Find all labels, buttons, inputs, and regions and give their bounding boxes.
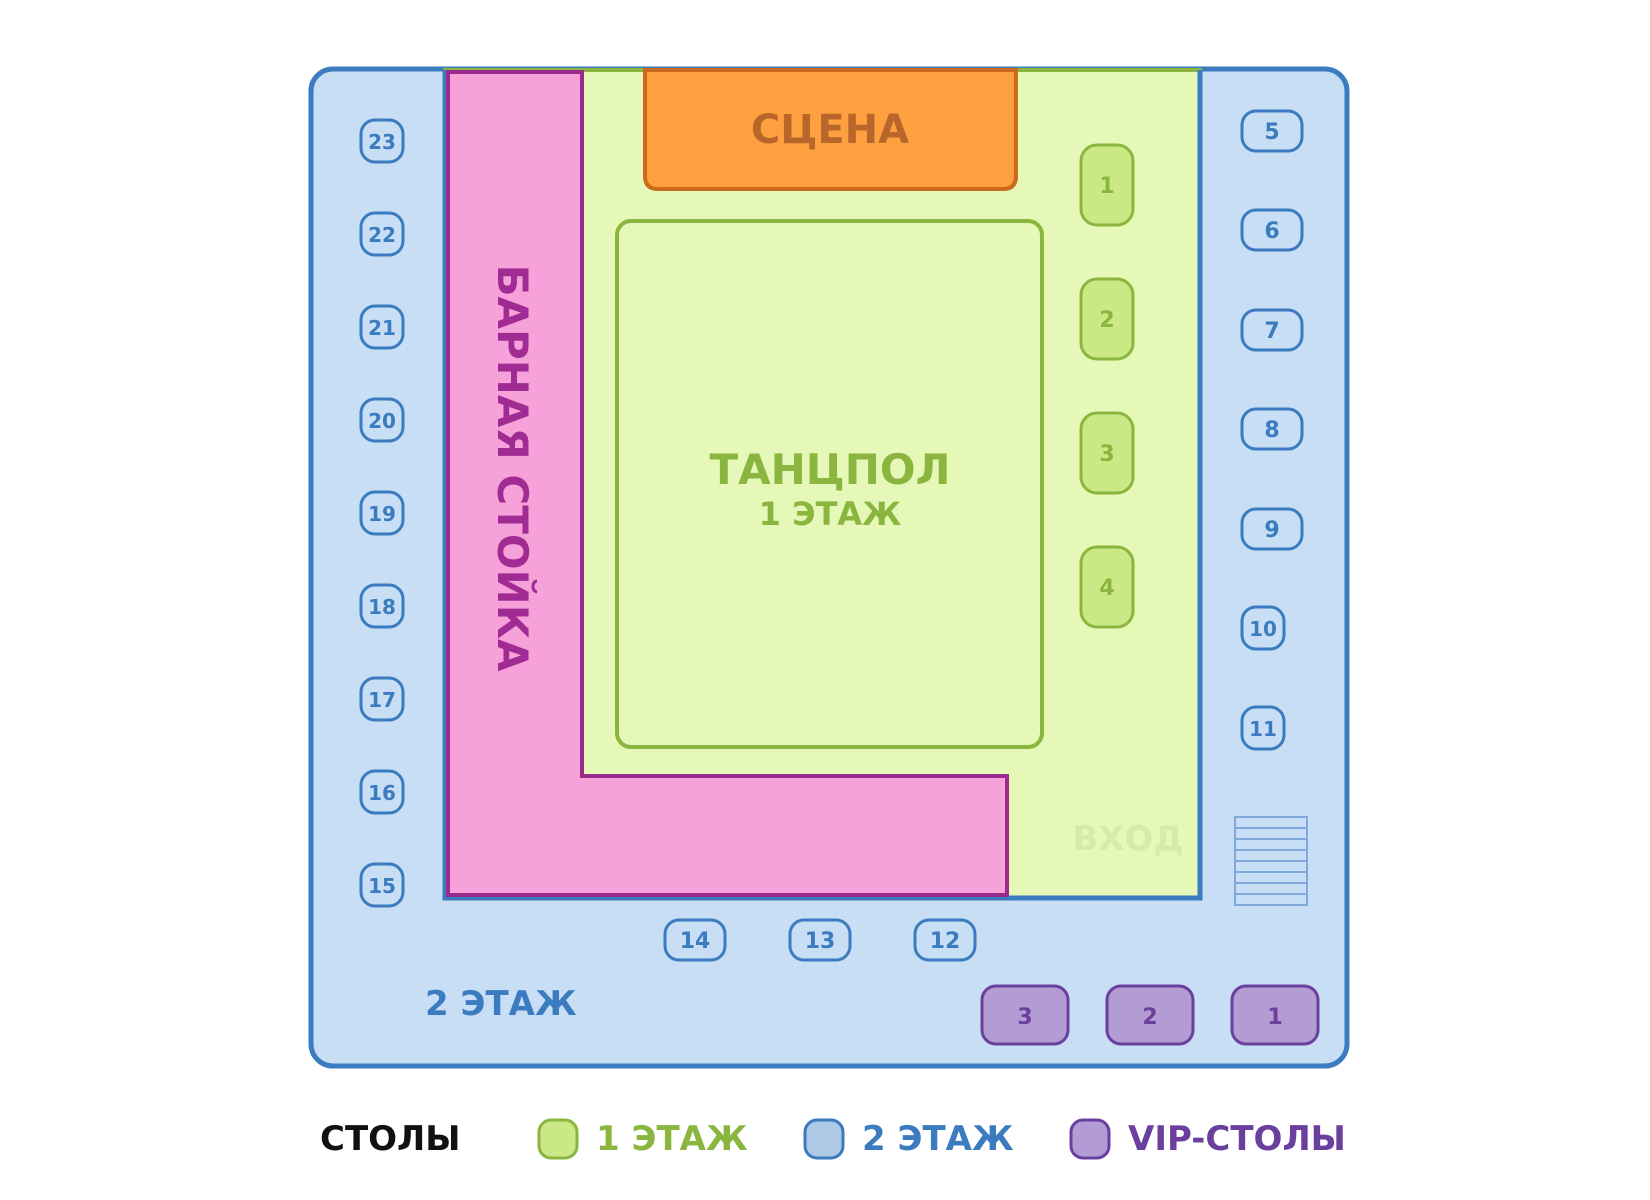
stage-label: СЦЕНА [751,107,909,153]
dance-floor [615,219,1044,749]
entrance-label: ВХОД [1072,819,1183,859]
vip-table[interactable]: 3 [980,984,1070,1046]
floor2-table-number: 15 [368,874,396,898]
floor2-table-number: 17 [368,688,396,712]
floor2-table[interactable]: 9 [1240,507,1304,551]
legend-title: СТОЛЫ [320,1119,461,1159]
stairs-icon [1234,816,1308,906]
floor2-table[interactable]: 14 [663,918,727,962]
floor2-table-number: 12 [930,929,961,954]
floor1-table[interactable]: 1 [1079,143,1135,227]
floor2-table-number: 13 [805,929,836,954]
floor2-table[interactable]: 12 [913,918,977,962]
stage-area [643,68,1018,191]
vip-table-number: 1 [1267,1005,1282,1030]
floor2-table[interactable]: 22 [359,211,405,257]
legend-label-floor2: 2 ЭТАЖ [862,1119,1014,1159]
floor1-table-number: 1 [1099,174,1114,199]
floor2-table[interactable]: 18 [359,583,405,629]
floor2-table[interactable]: 8 [1240,407,1304,451]
floor2-table[interactable]: 15 [359,862,405,908]
floor2-label: 2 ЭТАЖ [425,984,577,1024]
floor2-table-number: 22 [368,223,396,247]
legend-label-vip: VIP-СТОЛЫ [1128,1119,1346,1159]
floor2-table-number: 7 [1264,319,1279,344]
floor2-table-number: 18 [368,595,396,619]
vip-table-number: 3 [1017,1005,1032,1030]
legend-swatch-floor1 [537,1118,579,1160]
dance-floor-subtitle: 1 ЭТАЖ [759,495,902,533]
floor2-table-number: 20 [368,409,396,433]
vip-table-number: 2 [1142,1005,1157,1030]
floor2-table[interactable]: 23 [359,118,405,164]
floor2-table-number: 10 [1249,617,1277,641]
floor2-table-number: 5 [1264,120,1279,145]
floor2-table[interactable]: 19 [359,490,405,536]
legend-swatch-vip [1069,1118,1111,1160]
floor2-table-number: 16 [368,781,396,805]
legend-label-floor1: 1 ЭТАЖ [596,1119,748,1159]
floor2-table-number: 19 [368,502,396,526]
floor2-table-number: 23 [368,130,396,154]
floor2-table-number: 6 [1264,219,1279,244]
floor2-table-number: 14 [680,929,711,954]
floor2-table[interactable]: 11 [1240,705,1286,751]
floor2-table[interactable]: 6 [1240,208,1304,252]
legend: СТОЛЫ 1 ЭТАЖ 2 ЭТАЖ VIP-СТОЛЫ [320,1118,1346,1160]
bar-label: БАРНАЯ СТОЙКА [488,264,538,672]
vip-table[interactable]: 1 [1230,984,1320,1046]
floor2-table-number: 9 [1264,518,1279,543]
floor2-table[interactable]: 16 [359,769,405,815]
floor1-table[interactable]: 4 [1079,545,1135,629]
floor1-table[interactable]: 2 [1079,277,1135,361]
floor2-table-number: 11 [1249,717,1277,741]
floor2-table-number: 8 [1264,418,1279,443]
legend-swatch-floor2 [803,1118,845,1160]
floor2-table-number: 21 [368,316,396,340]
floor1-table[interactable]: 3 [1079,411,1135,495]
floor2-table[interactable]: 5 [1240,109,1304,153]
floor1-table-number: 3 [1099,442,1114,467]
floor2-table[interactable]: 17 [359,676,405,722]
floor2-table[interactable]: 20 [359,397,405,443]
floor2-table[interactable]: 13 [788,918,852,962]
floor1-table-number: 2 [1099,308,1114,333]
floor1-table-number: 4 [1099,576,1114,601]
vip-table[interactable]: 2 [1105,984,1195,1046]
floor1-outline [442,70,1203,901]
floor2-table[interactable]: 7 [1240,308,1304,352]
floor2-table[interactable]: 10 [1240,605,1286,651]
bar-counter [446,70,1009,897]
floor2-table[interactable]: 21 [359,304,405,350]
dance-floor-title: ТАНЦПОЛ [709,445,950,494]
